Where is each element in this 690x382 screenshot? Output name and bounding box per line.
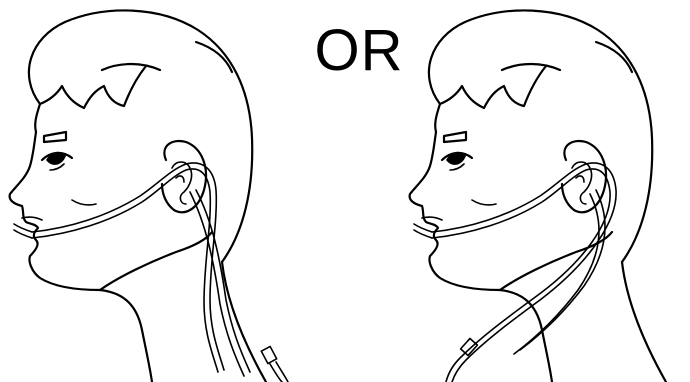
figure-right — [410, 10, 666, 382]
or-label: OR — [312, 20, 406, 82]
figure-left — [10, 10, 288, 382]
cannula-tubing-right — [432, 163, 616, 382]
